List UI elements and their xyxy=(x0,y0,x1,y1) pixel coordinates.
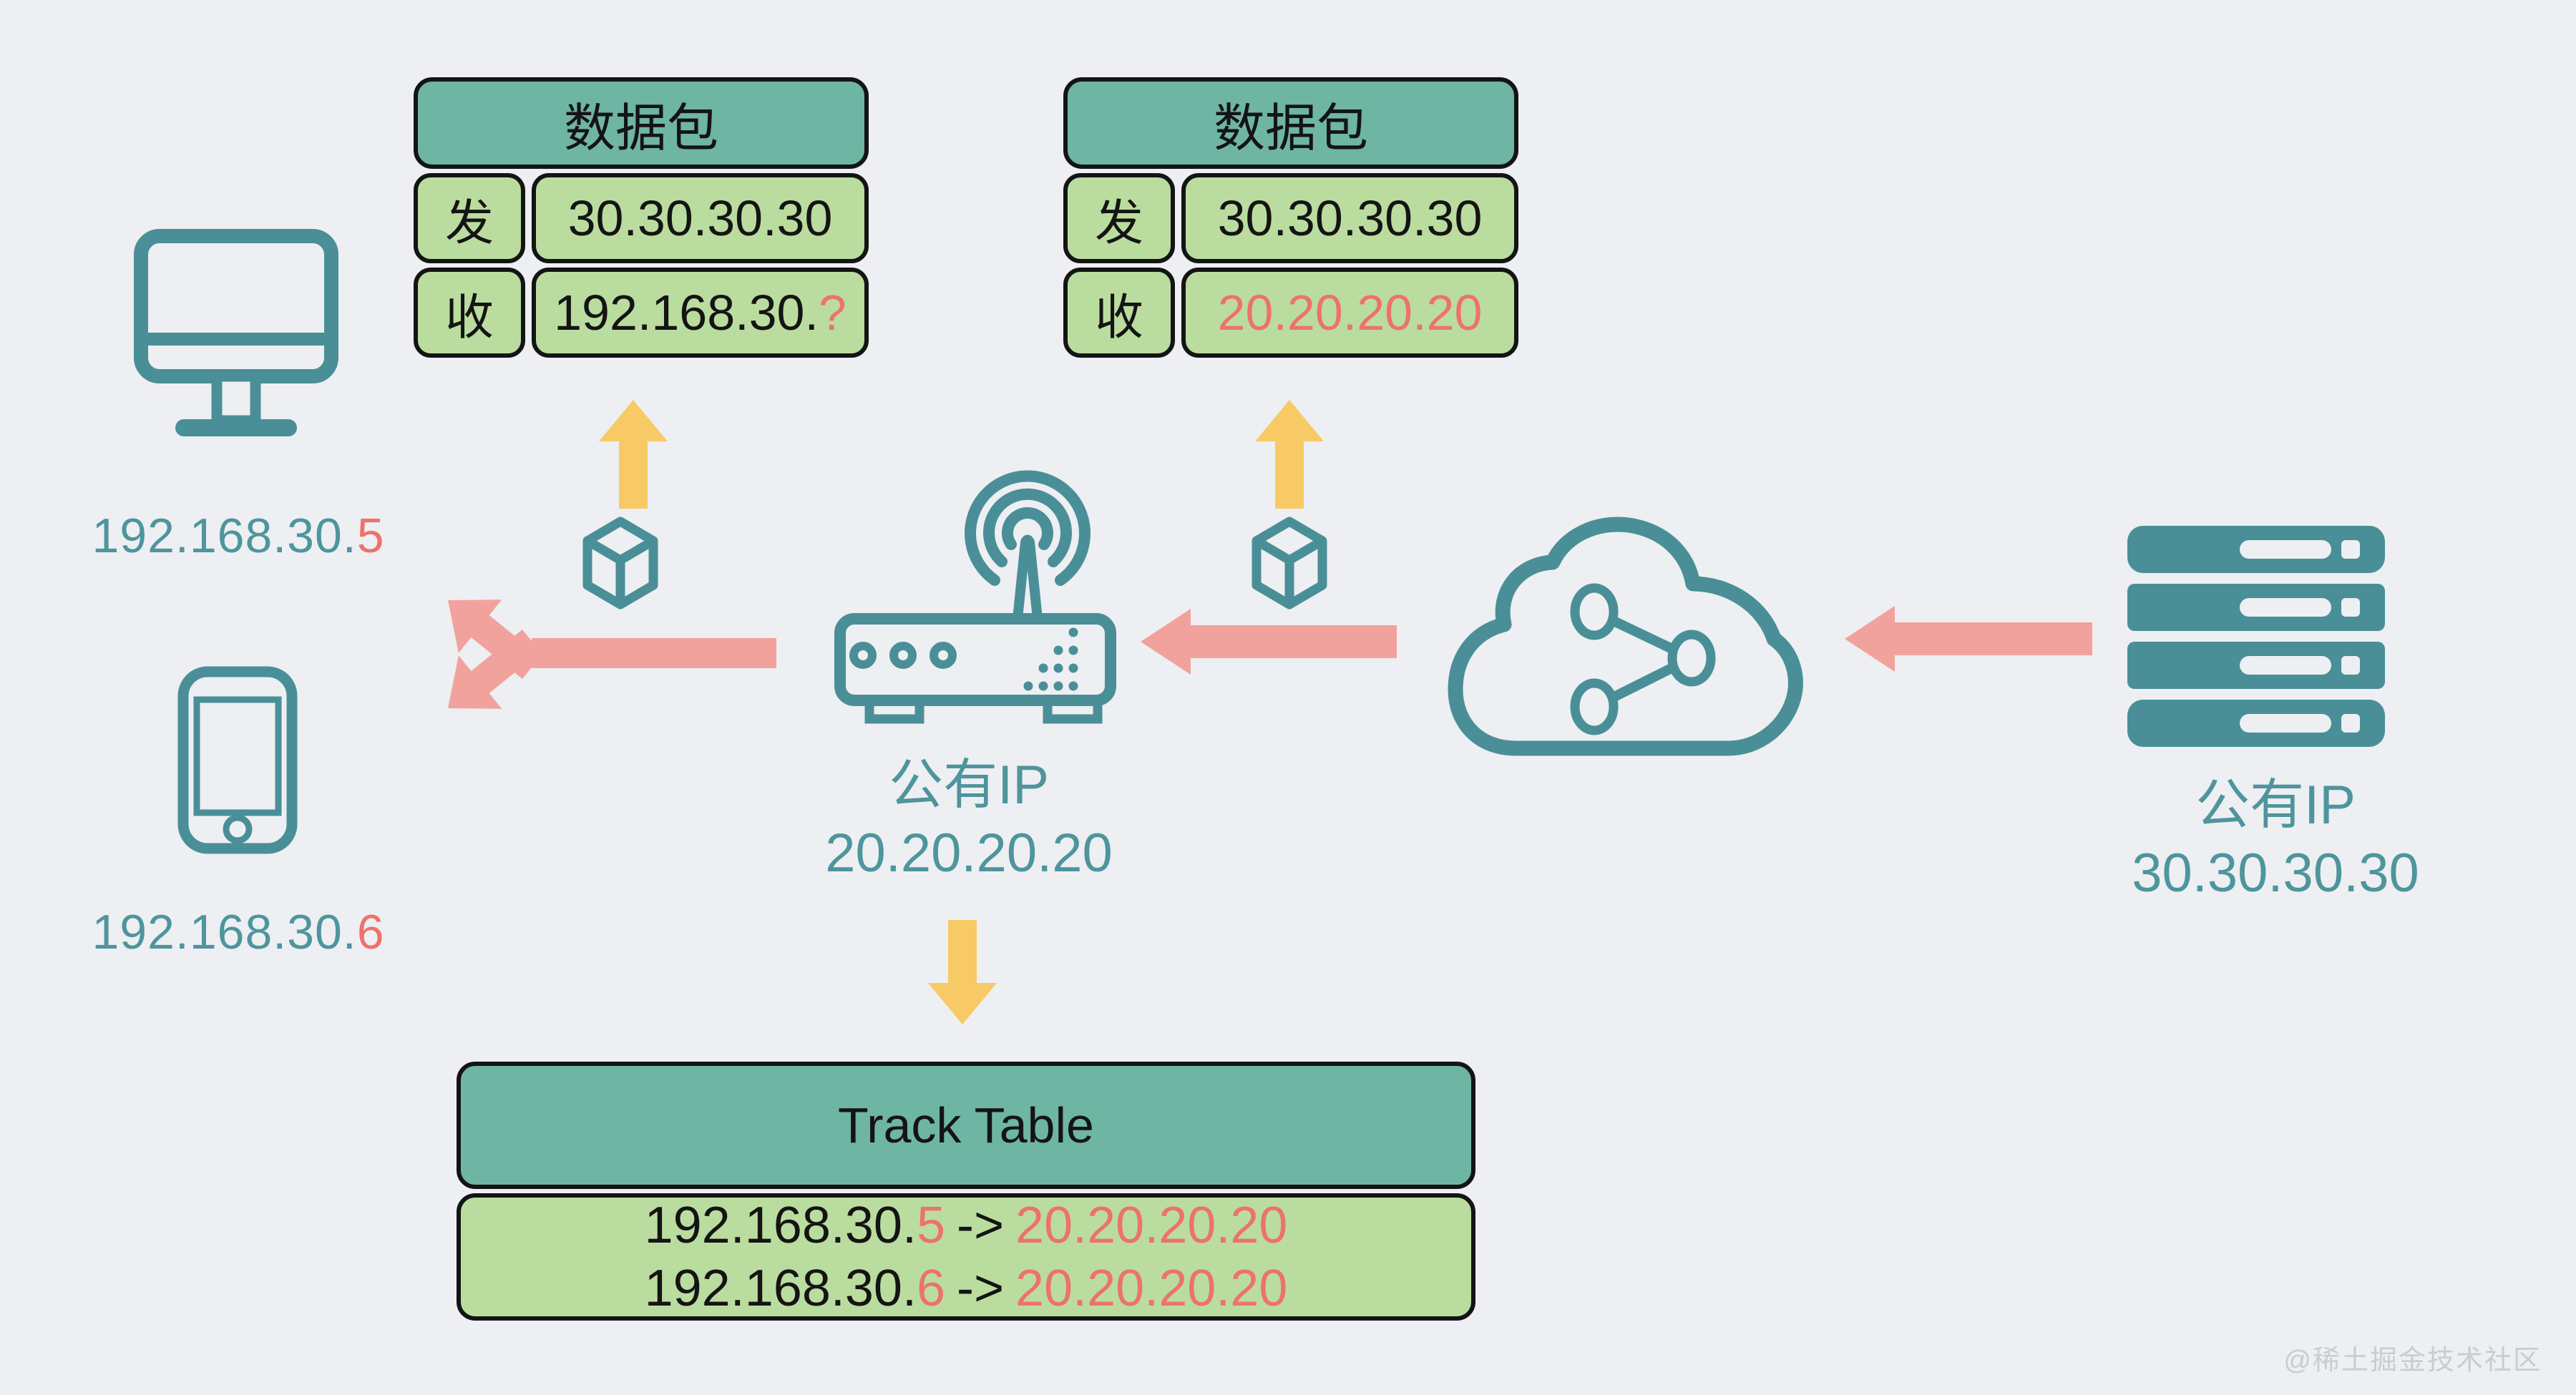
server-ip: 30.30.30.30 xyxy=(2132,843,2419,904)
server-rack-icon xyxy=(2127,526,2385,747)
wifi-router-icon xyxy=(834,470,1116,724)
send-label: 发 xyxy=(414,173,525,263)
arrow-server-to-cloud xyxy=(1845,606,2092,672)
packet-table-right: 数据包 发 30.30.30.30 收 20.20.20.20 xyxy=(1063,77,1518,358)
watermark: @稀土掘金技术社区 xyxy=(2283,1346,2542,1376)
track-table-row: 192.168.30.6->20.20.20.20 xyxy=(644,1260,1288,1317)
packet-table-right-recv-row: 收 20.20.20.20 xyxy=(1063,268,1518,358)
smartphone-icon xyxy=(177,666,298,854)
packet-table-left-recv-row: 收 192.168.30.? xyxy=(414,268,869,358)
arrow-cloud-to-router xyxy=(1141,609,1397,675)
track-table-row: 192.168.30.5->20.20.20.20 xyxy=(644,1197,1288,1254)
send-value: 30.30.30.30 xyxy=(532,173,869,263)
up-arrow-right xyxy=(1255,400,1324,509)
packet-cube-icon xyxy=(582,517,658,610)
router-label: 公有IP xyxy=(889,755,1049,816)
split-left-arrow xyxy=(448,599,776,709)
packet-table-right-send-row: 发 30.30.30.30 xyxy=(1063,173,1518,263)
track-table-body: 192.168.30.5->20.20.20.20 192.168.30.6->… xyxy=(457,1193,1475,1321)
packet-table-left-title: 数据包 xyxy=(414,77,869,169)
down-arrow xyxy=(928,920,997,1024)
internet-cloud-share-icon xyxy=(1448,517,1803,756)
up-arrow-left xyxy=(599,400,668,509)
track-table-title: Track Table xyxy=(457,1062,1475,1189)
packet-table-left: 数据包 发 30.30.30.30 收 192.168.30.? xyxy=(414,77,869,358)
recv-value: 192.168.30.? xyxy=(532,268,869,358)
server-label: 公有IP xyxy=(2195,775,2356,836)
packet-table-left-send-row: 发 30.30.30.30 xyxy=(414,173,869,263)
pc-ip-caption: 192.168.30.5 xyxy=(92,509,385,563)
recv-label: 收 xyxy=(414,268,525,358)
phone-ip-caption: 192.168.30.6 xyxy=(92,905,385,959)
packet-table-right-title: 数据包 xyxy=(1063,77,1518,169)
packet-cube-icon xyxy=(1252,517,1327,610)
desktop-computer-icon xyxy=(134,229,338,436)
send-label: 发 xyxy=(1063,173,1175,263)
router-ip: 20.20.20.20 xyxy=(825,823,1113,884)
send-value: 30.30.30.30 xyxy=(1181,173,1518,263)
recv-label: 收 xyxy=(1063,268,1175,358)
recv-value: 20.20.20.20 xyxy=(1181,268,1518,358)
